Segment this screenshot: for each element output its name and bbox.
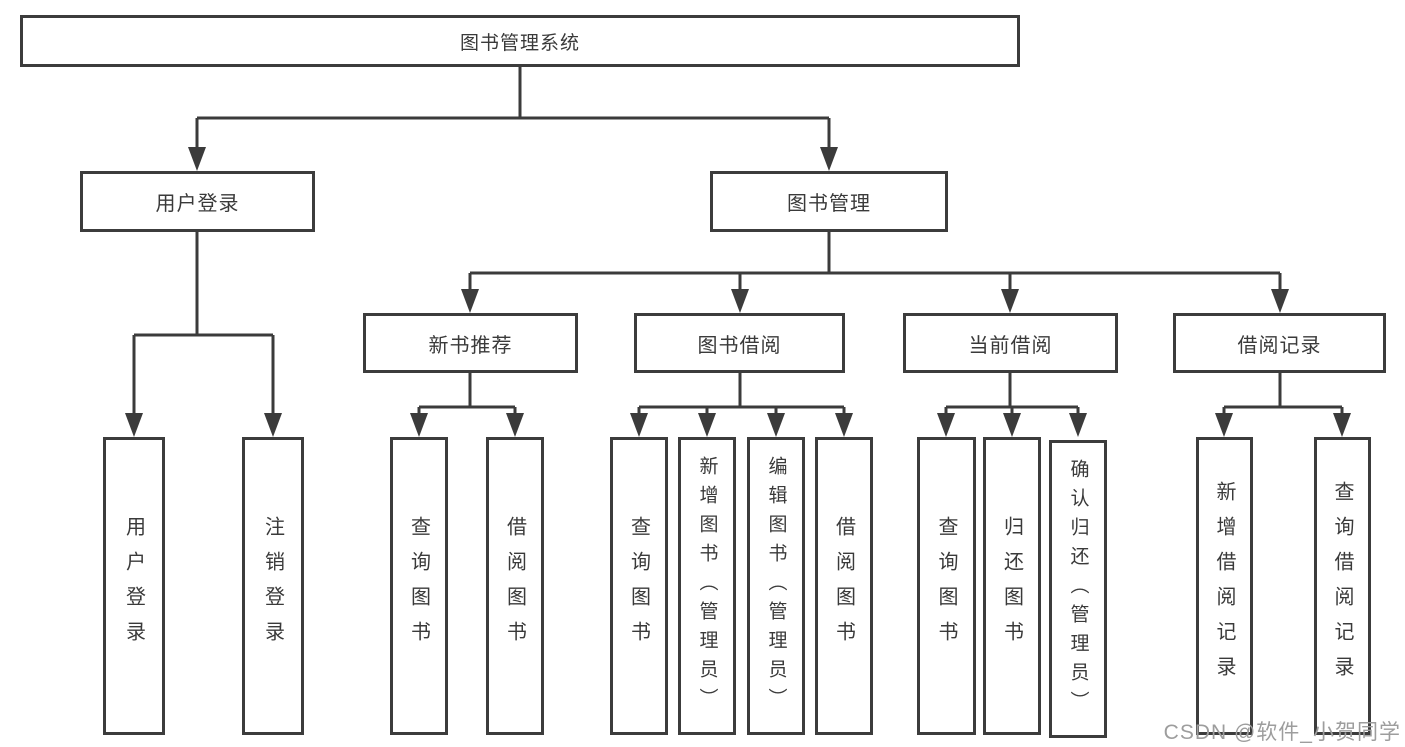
leaf-confirm-return-admin: 确认归还（管理员）	[1049, 440, 1107, 738]
node-book-borrow: 图书借阅	[634, 313, 845, 373]
leaf-return-book-label: 归还图书	[1000, 516, 1023, 656]
watermark: CSDN @软件_小贺同学	[1163, 721, 1401, 744]
leaf-return-book: 归还图书	[983, 437, 1041, 735]
leaf-query-book-c: 查询图书	[917, 437, 976, 735]
node-new-book-recommend-label: 新书推荐	[428, 334, 513, 357]
node-root-label: 图书管理系统	[459, 32, 580, 54]
node-current-borrow-label: 当前借阅	[968, 334, 1053, 357]
node-borrow-record-label: 借阅记录	[1237, 334, 1322, 357]
node-book-management-label: 图书管理	[787, 193, 871, 215]
node-book-management: 图书管理	[710, 171, 948, 232]
leaf-add-borrow-record: 新增借阅记录	[1196, 437, 1253, 735]
leaf-add-borrow-record-label: 新增借阅记录	[1213, 481, 1235, 691]
leaf-logout-label: 注销登录	[261, 516, 284, 656]
leaf-borrow-book-a-label: 借阅图书	[503, 516, 526, 656]
leaf-logout: 注销登录	[242, 437, 304, 735]
leaf-query-borrow-record: 查询借阅记录	[1314, 437, 1371, 735]
leaf-borrow-book-b-label: 借阅图书	[832, 516, 855, 656]
leaf-add-book-admin: 新增图书（管理员）	[678, 437, 736, 735]
leaf-edit-book-admin: 编辑图书（管理员）	[747, 437, 805, 735]
node-current-borrow: 当前借阅	[903, 313, 1118, 373]
leaf-query-borrow-record-label: 查询借阅记录	[1331, 481, 1353, 691]
leaf-edit-book-admin-label: 编辑图书（管理员）	[765, 455, 787, 717]
node-user-login-label: 用户登录	[155, 193, 240, 215]
node-new-book-recommend: 新书推荐	[363, 313, 578, 373]
leaf-add-book-admin-label: 新增图书（管理员）	[696, 455, 718, 717]
leaf-borrow-book-b: 借阅图书	[815, 437, 873, 735]
node-book-borrow-label: 图书借阅	[697, 334, 782, 357]
leaf-query-book-a-label: 查询图书	[407, 516, 430, 656]
leaf-user-login: 用户登录	[103, 437, 165, 735]
leaf-query-book-c-label: 查询图书	[935, 516, 957, 656]
node-borrow-record: 借阅记录	[1173, 313, 1386, 373]
leaf-query-book-a: 查询图书	[390, 437, 448, 735]
leaf-query-book-b: 查询图书	[610, 437, 668, 735]
leaf-confirm-return-admin-label: 确认归还（管理员）	[1067, 458, 1089, 720]
leaf-user-login-label: 用户登录	[122, 516, 145, 656]
leaf-borrow-book-a: 借阅图书	[486, 437, 544, 735]
node-root: 图书管理系统	[20, 15, 1020, 67]
leaf-query-book-b-label: 查询图书	[627, 516, 650, 656]
node-user-login: 用户登录	[80, 171, 315, 232]
